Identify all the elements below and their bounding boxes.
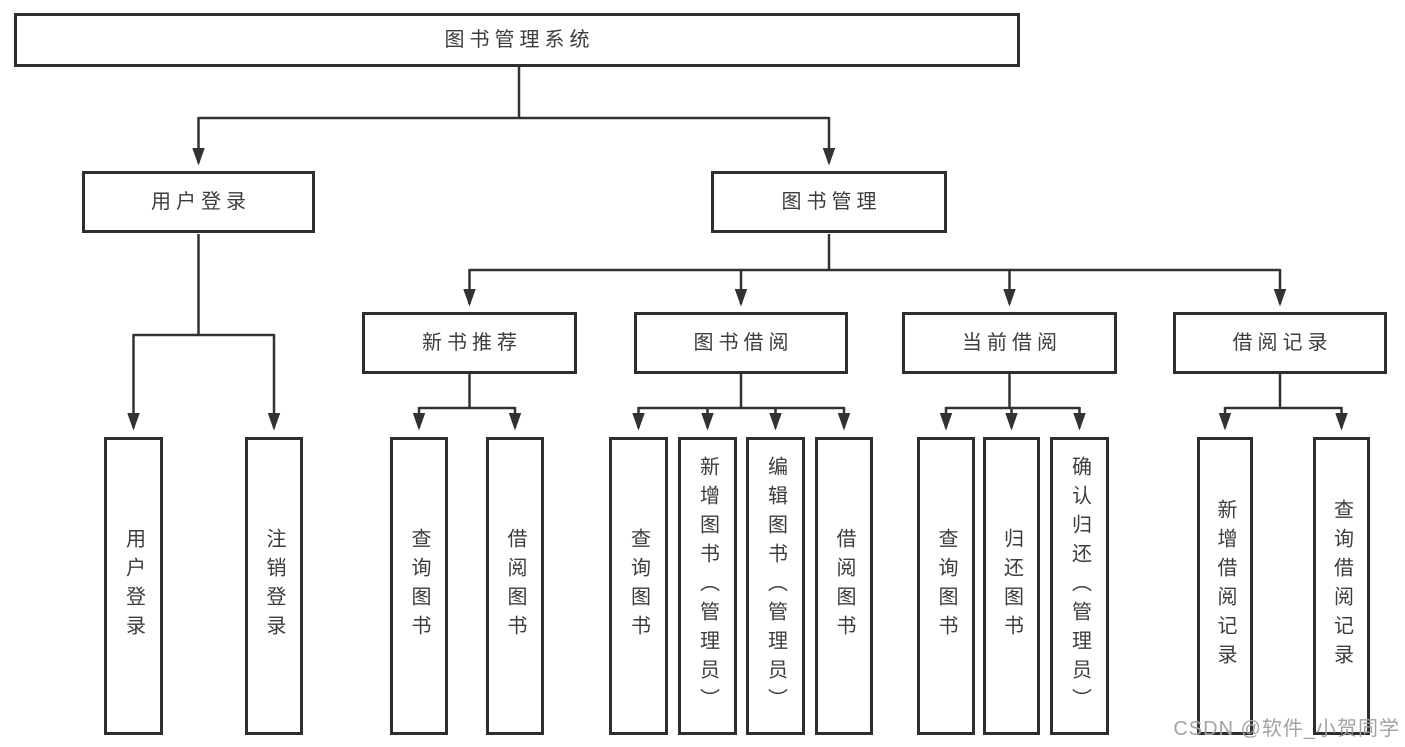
- leaf-user-login: 用户登录: [104, 437, 163, 735]
- connector-user-login-children: [127, 234, 281, 431]
- connector-borrow-record-children: [1218, 374, 1348, 431]
- node-user-login: 用户登录: [82, 171, 315, 233]
- node-new-book-rec: 新书推荐: [362, 312, 577, 374]
- node-current-borrow: 当前借阅: [902, 312, 1117, 374]
- leaf-bor-borrow-book: 借阅图书: [815, 437, 873, 735]
- csdn-watermark: CSDN @软件_小贺同学: [1173, 718, 1400, 740]
- leaf-rec-query-book: 查询图书: [390, 437, 448, 735]
- leaf-logout: 注销登录: [245, 437, 303, 735]
- leaf-rec2-query-record: 查询借阅记录: [1313, 437, 1370, 735]
- connector-current-borrow-children: [939, 374, 1086, 431]
- leaf-bor-add-book-admin: 新增图书（管理员）: [678, 437, 737, 735]
- leaf-bor-query-book: 查询图书: [609, 437, 668, 735]
- node-book-borrow: 图书借阅: [634, 312, 848, 374]
- connector-book-mgmt-groups: [463, 234, 1287, 307]
- leaf-cur-confirm-return-admin: 确认归还（管理员）: [1050, 437, 1109, 735]
- leaf-rec-borrow-book: 借阅图书: [486, 437, 544, 735]
- connector-book-borrow-children: [632, 374, 851, 431]
- connector-new-book-rec-children: [412, 374, 522, 431]
- leaf-cur-return-book: 归还图书: [983, 437, 1040, 735]
- node-system-root: 图书管理系统: [14, 13, 1020, 67]
- node-book-mgmt: 图书管理: [711, 171, 947, 233]
- connector-root-to-level2: [192, 67, 836, 166]
- leaf-rec2-add-record: 新增借阅记录: [1197, 437, 1253, 735]
- leaf-bor-edit-book-admin: 编辑图书（管理员）: [746, 437, 805, 735]
- node-borrow-record: 借阅记录: [1173, 312, 1387, 374]
- leaf-cur-query-book: 查询图书: [917, 437, 975, 735]
